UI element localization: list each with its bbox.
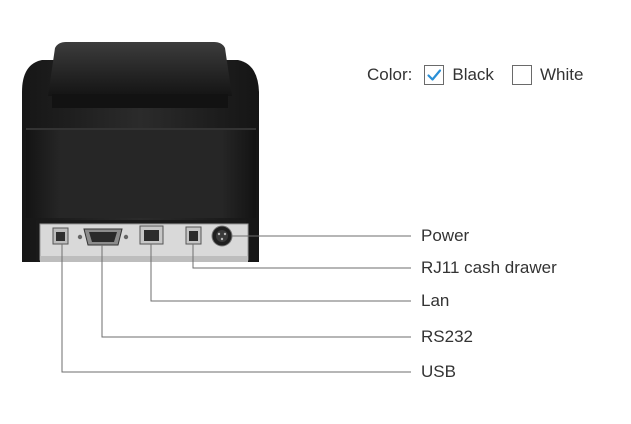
rs232-leader-line	[101, 245, 411, 338]
power-port	[211, 225, 233, 247]
usb-port	[52, 227, 69, 245]
checkmark-icon	[427, 69, 442, 81]
usb-label: USB	[421, 362, 456, 381]
black-checkbox[interactable]	[424, 65, 445, 85]
lan-port	[139, 225, 164, 245]
lan-label: Lan	[421, 291, 450, 310]
color-label: Color:	[367, 65, 413, 84]
rj11-port	[185, 226, 202, 245]
power-label: Power	[421, 226, 470, 245]
white-option-label[interactable]: White	[539, 65, 584, 84]
rs232-label: RS232	[421, 327, 473, 346]
rs232-port	[77, 228, 129, 246]
white-checkbox[interactable]	[511, 65, 532, 85]
rj11-leader-line	[192, 244, 411, 269]
black-option-label[interactable]: Black	[452, 65, 494, 84]
usb-leader-line	[61, 244, 411, 373]
rj11-label: RJ11 cash drawer	[421, 258, 557, 277]
lan-leader-line	[150, 244, 411, 302]
color-selector: Color: Black White	[367, 62, 583, 88]
